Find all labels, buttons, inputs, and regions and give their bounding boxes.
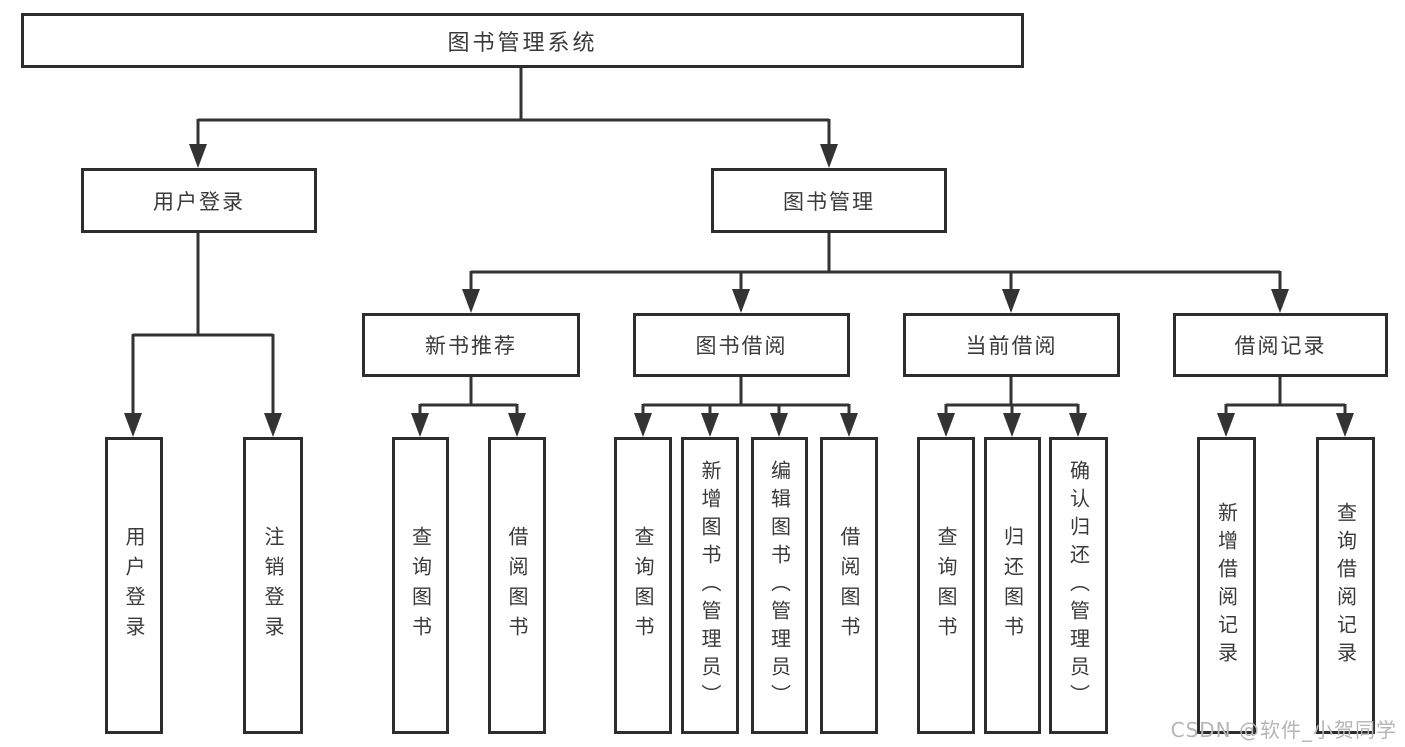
arrowhead-icons bbox=[124, 144, 1354, 437]
node-book-borrow: 图书借阅 bbox=[633, 313, 850, 377]
node-borrow-record: 借阅记录 bbox=[1173, 313, 1388, 377]
leaf-borrow-borrow-books: 借阅图书 bbox=[820, 437, 878, 734]
node-root-library-system: 图书管理系统 bbox=[21, 13, 1024, 68]
leaf-newbook-query-books: 查询图书 bbox=[392, 437, 449, 734]
leaf-record-query-borrow-record: 查询借阅记录 bbox=[1316, 437, 1375, 734]
node-new-book-recommend: 新书推荐 bbox=[362, 313, 580, 377]
leaf-borrow-add-books-admin: 新增图书（管理员） bbox=[681, 437, 739, 734]
leaf-current-confirm-return-admin: 确认归还（管理员） bbox=[1049, 437, 1108, 734]
leaf-borrow-edit-books-admin: 编辑图书（管理员） bbox=[751, 437, 808, 734]
watermark: CSDN @软件_小贺同学 bbox=[1170, 718, 1397, 742]
leaf-record-add-borrow-record: 新增借阅记录 bbox=[1197, 437, 1256, 734]
node-book-management: 图书管理 bbox=[711, 168, 947, 233]
leaf-borrow-query-books: 查询图书 bbox=[614, 437, 672, 734]
leaf-current-query-books: 查询图书 bbox=[917, 437, 975, 734]
leaf-current-return-books: 归还图书 bbox=[984, 437, 1041, 734]
leaf-newbook-borrow-books: 借阅图书 bbox=[488, 437, 546, 734]
leaf-user-login: 用户登录 bbox=[105, 437, 163, 734]
leaf-logout: 注销登录 bbox=[243, 437, 303, 734]
node-current-borrow: 当前借阅 bbox=[903, 313, 1120, 377]
node-user-login: 用户登录 bbox=[81, 168, 317, 233]
